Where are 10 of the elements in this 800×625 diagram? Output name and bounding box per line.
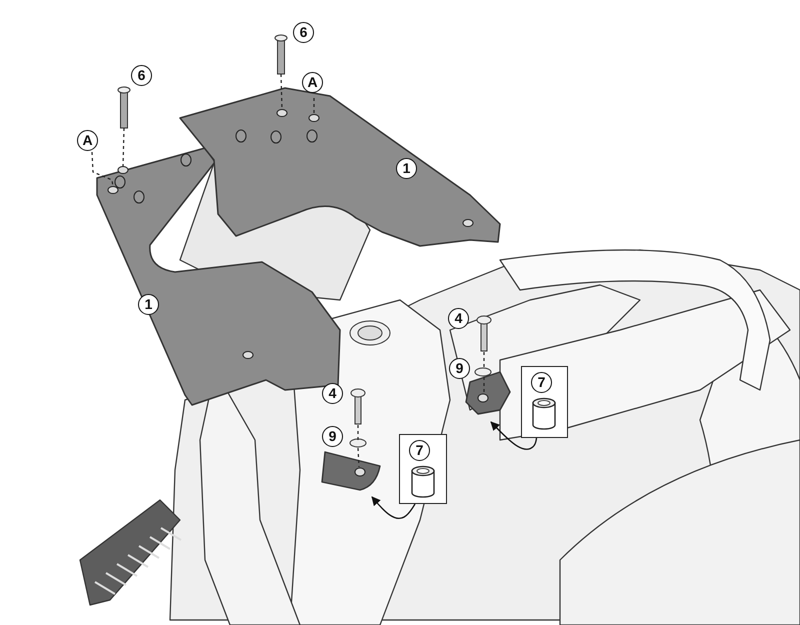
callout-number: A (77, 130, 98, 151)
callout-number: 7 (531, 372, 552, 393)
inset-box (521, 366, 568, 438)
callout-number: 6 (131, 65, 152, 86)
callout-number: 7 (409, 440, 430, 461)
callout-number: A (302, 72, 323, 93)
arrow (490, 421, 538, 450)
callout-number: 6 (293, 22, 314, 43)
inset-box (399, 434, 447, 504)
callout-number: 1 (138, 294, 159, 315)
